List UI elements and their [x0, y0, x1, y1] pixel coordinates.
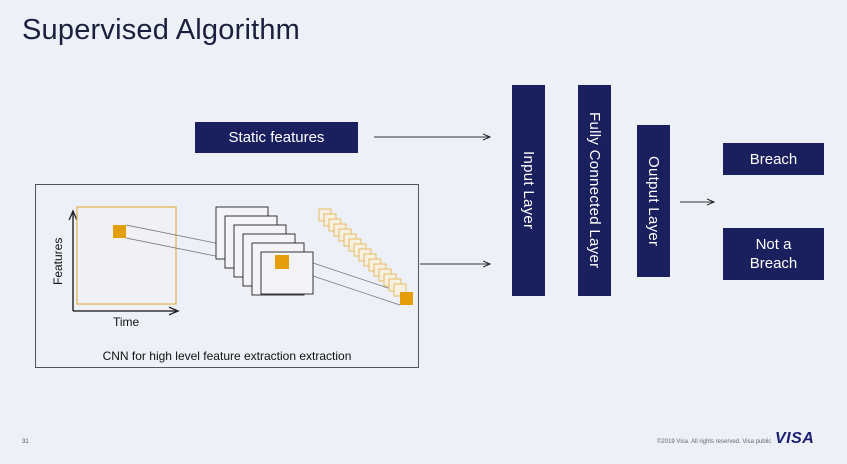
- not-breach-label: Not a Breach: [749, 236, 798, 272]
- pooled-kernel: [400, 292, 413, 305]
- input-matrix: [76, 206, 177, 305]
- static-features-box: Static features: [195, 122, 358, 153]
- fully-connected-layer-label: Fully Connected Layer: [586, 112, 603, 269]
- output-layer-box: Output Layer: [637, 125, 670, 277]
- output-layer-label: Output Layer: [645, 155, 662, 247]
- features-axis-label: Features: [51, 237, 65, 285]
- not-breach-box: Not a Breach: [723, 228, 824, 280]
- visa-logo: VISA: [775, 430, 815, 447]
- slide-title: Supervised Algorithm: [22, 14, 301, 46]
- time-axis-label: Time: [113, 315, 140, 329]
- input-kernel: [113, 225, 126, 238]
- copyright-text: ©2019 Visa. All rights reserved. Visa pu…: [657, 439, 772, 445]
- fully-connected-layer-box: Fully Connected Layer: [578, 85, 611, 296]
- breach-box: Breach: [723, 143, 824, 175]
- input-layer-label: Input Layer: [520, 151, 537, 230]
- input-layer-box: Input Layer: [512, 85, 545, 296]
- feature-map-stack: [215, 206, 314, 296]
- cnn-caption: CNN for high level feature extraction ex…: [102, 349, 352, 363]
- feature-kernel: [275, 255, 289, 269]
- pooled-stack: [318, 208, 407, 297]
- page-number: 31: [22, 439, 29, 445]
